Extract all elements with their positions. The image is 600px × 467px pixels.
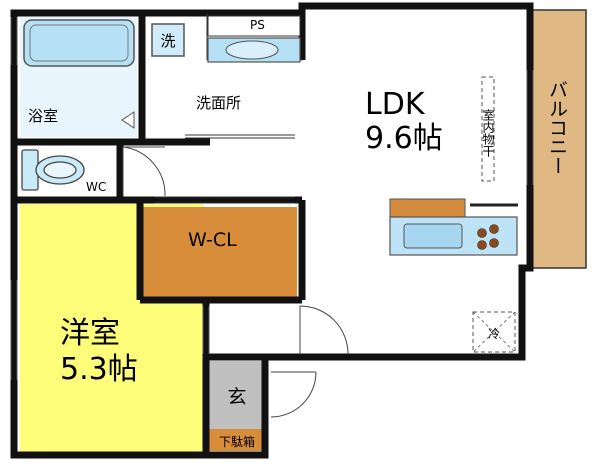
wcl-label: W-CL — [188, 229, 237, 251]
bathtub-inner — [29, 24, 129, 62]
ps-label: PS — [250, 18, 265, 32]
western-name: 洋室 — [60, 316, 120, 351]
shoe-box-label: 下駄箱 — [219, 434, 255, 449]
wash-basin — [225, 40, 279, 60]
walls — [10, 2, 534, 459]
western-door[interactable] — [202, 306, 210, 354]
wcl-floor — [140, 207, 297, 297]
balcony-area — [527, 9, 587, 269]
entrance-floor — [208, 361, 266, 429]
windows — [10, 17, 534, 380]
wc-door[interactable] — [122, 146, 166, 197]
storage-label: 室内物干 — [481, 108, 495, 157]
drying-rail — [481, 76, 495, 182]
counter-top — [389, 198, 466, 218]
shoe-box — [208, 429, 266, 451]
ldk-name: LDK — [365, 87, 426, 122]
washroom-label: 洗面所 — [196, 94, 241, 112]
stove-icon — [477, 224, 499, 250]
balcony-label: バルコニー — [546, 80, 568, 175]
fridge-label: 冷 — [488, 327, 500, 341]
toilet-icon — [21, 149, 85, 191]
ldk-size: 9.6帖 — [365, 121, 443, 156]
bath-door-mark — [121, 111, 135, 129]
western-size: 5.3帖 — [60, 352, 138, 387]
sink — [403, 223, 463, 249]
washer-label: 洗 — [160, 32, 175, 50]
entrance-door[interactable] — [270, 371, 317, 418]
entrance-label: 玄 — [227, 386, 246, 408]
ldk-door[interactable] — [299, 305, 349, 355]
bath-label: 浴室 — [28, 107, 58, 125]
wc-label: WC — [86, 180, 106, 194]
washer-box — [151, 23, 185, 57]
